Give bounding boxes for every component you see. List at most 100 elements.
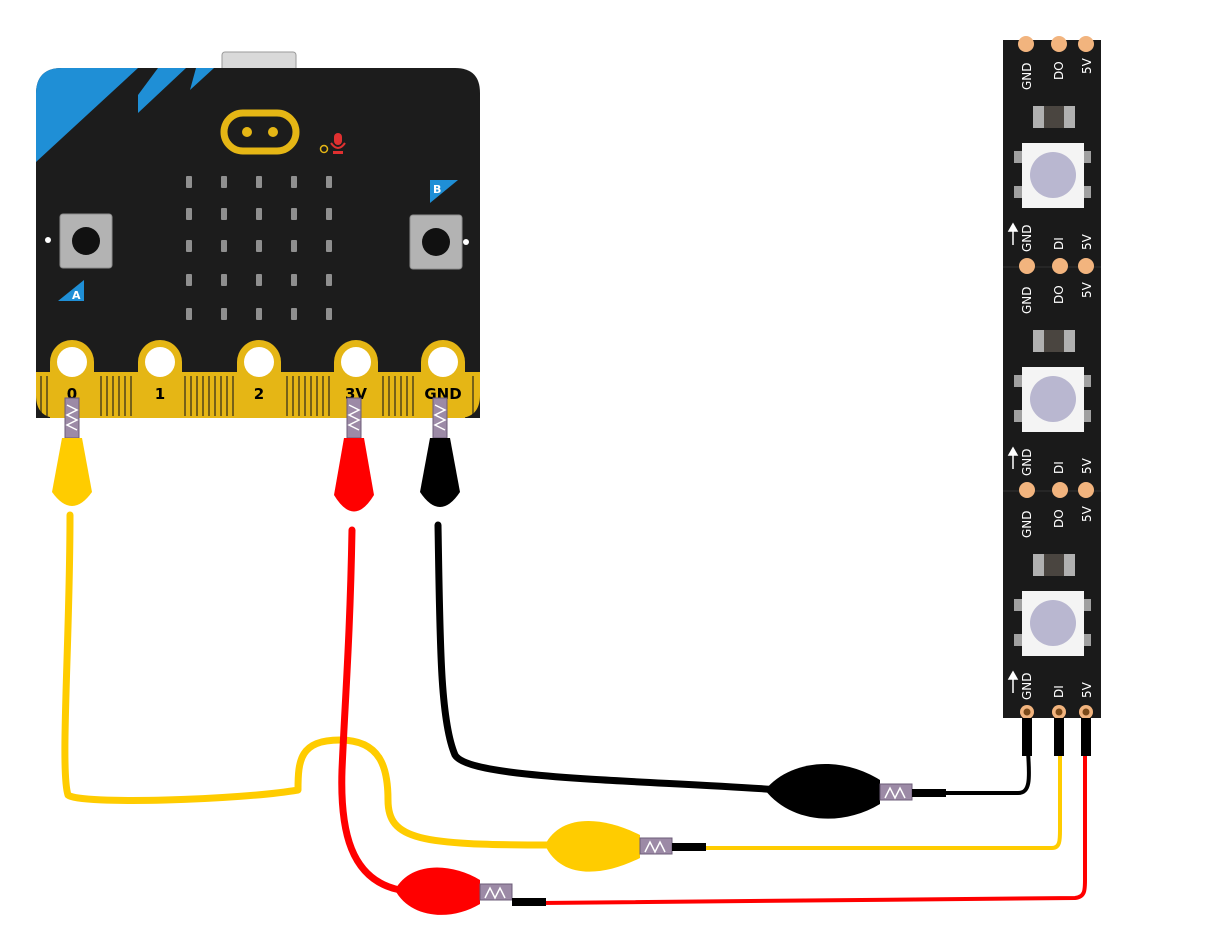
edge-finger-gap <box>310 376 312 416</box>
matrix-led <box>256 240 262 252</box>
clip-pin-3v[interactable] <box>334 397 374 512</box>
clip-yellow-lead[interactable] <box>545 821 706 872</box>
pads-top <box>1018 36 1094 52</box>
matrix-led <box>186 274 192 286</box>
corner-stripe <box>36 68 138 162</box>
pin-label-0: 0 <box>67 385 77 403</box>
strip-label-do: DO <box>1052 285 1066 304</box>
touch-logo[interactable] <box>220 109 300 155</box>
pin-label-2: 2 <box>254 385 264 403</box>
strip-label-di: DI <box>1052 237 1066 250</box>
strip-label-di: DI <box>1052 685 1066 698</box>
clip-black-lead[interactable] <box>765 763 946 819</box>
led-matrix <box>186 176 332 320</box>
edge-finger-gap <box>100 376 102 416</box>
neopixel-led-2 <box>1014 367 1091 432</box>
edge-finger-gap <box>112 376 114 416</box>
neopixel-led-1 <box>1014 143 1091 208</box>
edge-finger-gap <box>286 376 288 416</box>
edge-finger-gap <box>304 376 306 416</box>
edge-finger-gap <box>208 376 210 416</box>
edge-finger-gap <box>388 376 390 416</box>
edge-finger-gap <box>472 376 474 416</box>
edge-finger-gap <box>412 376 414 416</box>
edge-finger-gap <box>130 376 132 416</box>
mic-hole <box>319 144 329 154</box>
pin-2[interactable] <box>237 340 281 418</box>
strip-label-do: DO <box>1052 509 1066 528</box>
strip-label-5v: 5V <box>1080 681 1094 698</box>
edge-finger-gap <box>382 376 384 416</box>
button-b-label: B <box>433 183 441 196</box>
button-a-label: A <box>72 289 81 302</box>
corner-stripe <box>190 68 214 90</box>
pin-0[interactable] <box>50 340 94 418</box>
edge-fingers <box>40 376 474 416</box>
header-pin-5v[interactable] <box>1081 708 1091 757</box>
matrix-led <box>186 308 192 320</box>
matrix-led <box>256 308 262 320</box>
edge-finger-gap <box>190 376 192 416</box>
microbit-board: A B 0 <box>36 51 480 418</box>
strip-label-di: DI <box>1052 461 1066 474</box>
corner-stripe <box>138 68 186 113</box>
strip-label-5v: 5V <box>1080 505 1094 522</box>
clip-pin-0[interactable] <box>52 397 92 506</box>
edge-finger-gap <box>46 376 48 416</box>
red-wire <box>338 526 404 894</box>
strip-label-gnd: GND <box>1020 672 1034 700</box>
matrix-led <box>326 240 332 252</box>
strip-label-5v: 5V <box>1080 57 1094 74</box>
matrix-led <box>221 274 227 286</box>
matrix-led <box>291 274 297 286</box>
pin-3v[interactable] <box>334 340 378 418</box>
button-a[interactable] <box>45 213 113 269</box>
edge-finger-gap <box>400 376 402 416</box>
pin-1[interactable] <box>138 340 182 418</box>
matrix-led <box>221 208 227 220</box>
header-pin-di[interactable] <box>1054 708 1064 757</box>
matrix-led <box>186 176 192 188</box>
edge-finger-gap <box>232 376 234 416</box>
header-pin-gnd[interactable] <box>1022 708 1032 757</box>
edge-finger-gap <box>202 376 204 416</box>
microphone-icon <box>330 133 346 154</box>
matrix-led <box>291 176 297 188</box>
edge-finger-gap <box>220 376 222 416</box>
edge-finger-gap <box>40 376 42 416</box>
matrix-led <box>291 240 297 252</box>
edge-finger-gap <box>124 376 126 416</box>
matrix-led <box>186 208 192 220</box>
matrix-led <box>256 208 262 220</box>
edge-finger-gap <box>322 376 324 416</box>
button-b[interactable] <box>409 214 469 270</box>
matrix-led <box>326 208 332 220</box>
data-direction-arrow-icon <box>1007 222 1019 245</box>
clip-pin-gnd[interactable] <box>420 397 460 507</box>
matrix-led <box>326 274 332 286</box>
matrix-led <box>221 240 227 252</box>
matrix-led <box>221 176 227 188</box>
strip-label-5v: 5V <box>1080 457 1094 474</box>
edge-finger-gap <box>196 376 198 416</box>
data-direction-arrow-icon <box>1007 670 1019 693</box>
edge-finger-gap <box>316 376 318 416</box>
strip-label-gnd: GND <box>1020 510 1034 538</box>
edge-finger-gap <box>394 376 396 416</box>
resistor <box>1033 106 1075 128</box>
pin-gnd[interactable] <box>421 340 465 418</box>
edge-finger-gap <box>328 376 330 416</box>
clip-red-lead[interactable] <box>395 867 546 915</box>
button-b-badge <box>430 180 458 203</box>
resistor <box>1033 554 1075 576</box>
matrix-led <box>256 274 262 286</box>
edge-finger-gap <box>118 376 120 416</box>
pads-joint-1 <box>1019 258 1094 274</box>
logo-dot <box>242 127 252 137</box>
edge-finger-gap <box>292 376 294 416</box>
matrix-led <box>326 176 332 188</box>
logo-dot <box>268 127 278 137</box>
matrix-led <box>291 208 297 220</box>
